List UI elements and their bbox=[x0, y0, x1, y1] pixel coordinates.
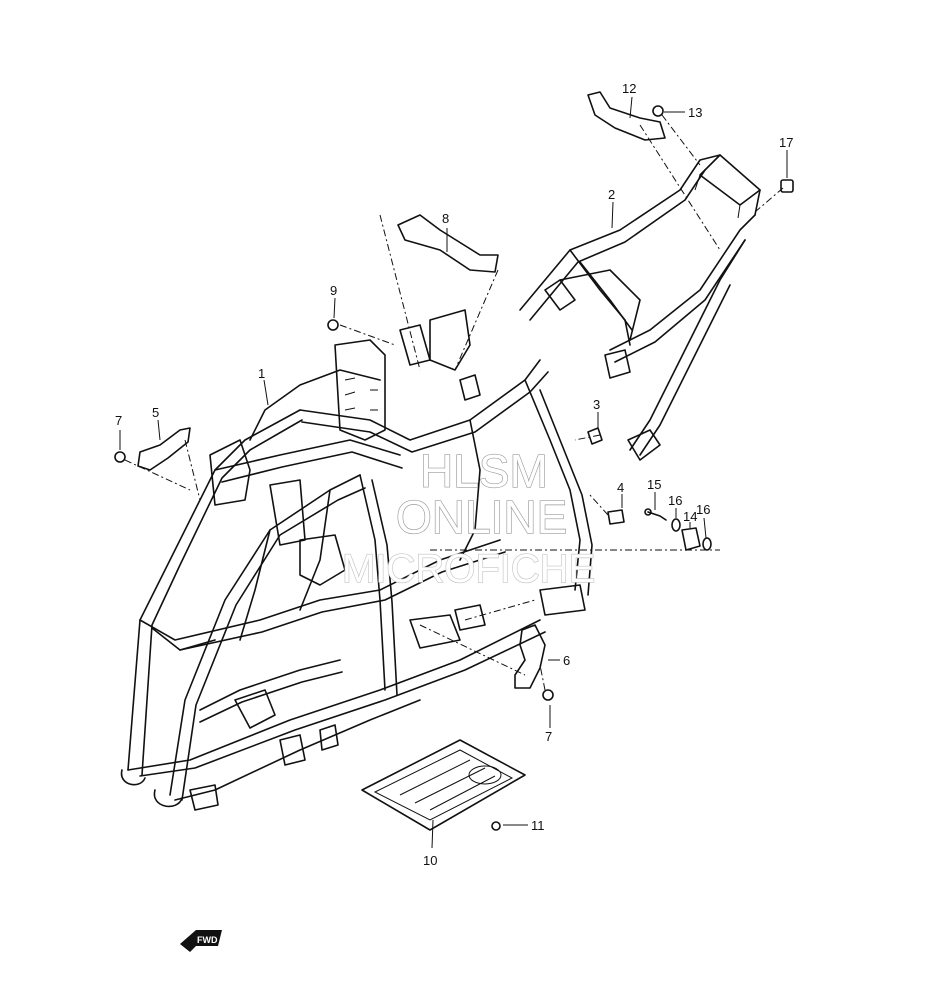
bracket-12 bbox=[587, 91, 666, 141]
bolt-3 bbox=[587, 427, 603, 445]
callout-15: 15 bbox=[647, 477, 661, 492]
callout-labels: 1 2 3 4 5 6 7 7 8 9 10 11 12 13 14 15 16… bbox=[115, 81, 793, 868]
callout-13: 13 bbox=[688, 105, 702, 120]
bolt-7b bbox=[542, 689, 554, 701]
bolt-13 bbox=[652, 105, 664, 117]
leader-lines bbox=[119, 96, 788, 849]
reference-lines bbox=[124, 114, 784, 691]
callout-10: 10 bbox=[423, 853, 437, 868]
bolt-7a bbox=[114, 451, 126, 463]
forward-marker-text: FWD bbox=[197, 935, 218, 945]
watermark-line-1: HLSM bbox=[420, 445, 548, 497]
washer-16b bbox=[702, 537, 712, 551]
bolt-9 bbox=[327, 319, 339, 331]
bolt-15 bbox=[644, 508, 667, 521]
forward-arrow-icon: FWD bbox=[180, 930, 222, 952]
rear-frame bbox=[519, 154, 761, 461]
bolt-4 bbox=[607, 509, 625, 525]
callout-17: 17 bbox=[779, 135, 793, 150]
callout-16b: 16 bbox=[696, 502, 710, 517]
bracket-6 bbox=[514, 624, 546, 689]
callout-8: 8 bbox=[442, 211, 449, 226]
bolt-11 bbox=[491, 821, 501, 831]
callout-2: 2 bbox=[608, 187, 615, 202]
bracket-8 bbox=[397, 214, 499, 273]
callout-5: 5 bbox=[152, 405, 159, 420]
callout-6: 6 bbox=[563, 653, 570, 668]
watermark-line-3: MICROFICHE bbox=[342, 547, 595, 591]
skid-plate-10 bbox=[361, 739, 526, 831]
watermark-line-2: ONLINE bbox=[396, 491, 567, 543]
callout-16a: 16 bbox=[668, 493, 682, 508]
callout-7b: 7 bbox=[545, 729, 552, 744]
callout-14: 14 bbox=[683, 509, 697, 524]
bracket-5 bbox=[137, 427, 191, 471]
main-frame bbox=[120, 309, 593, 811]
washer-16a bbox=[671, 518, 681, 532]
callout-9: 9 bbox=[330, 283, 337, 298]
nut-17 bbox=[780, 179, 794, 193]
bushing-14 bbox=[681, 527, 701, 551]
callout-11: 11 bbox=[531, 818, 545, 833]
callout-12: 12 bbox=[622, 81, 636, 96]
callout-7a: 7 bbox=[115, 413, 122, 428]
callout-1: 1 bbox=[258, 366, 265, 381]
callout-3: 3 bbox=[593, 397, 600, 412]
callout-4: 4 bbox=[617, 480, 624, 495]
watermark: HLSM ONLINE MICROFICHE bbox=[341, 444, 596, 591]
